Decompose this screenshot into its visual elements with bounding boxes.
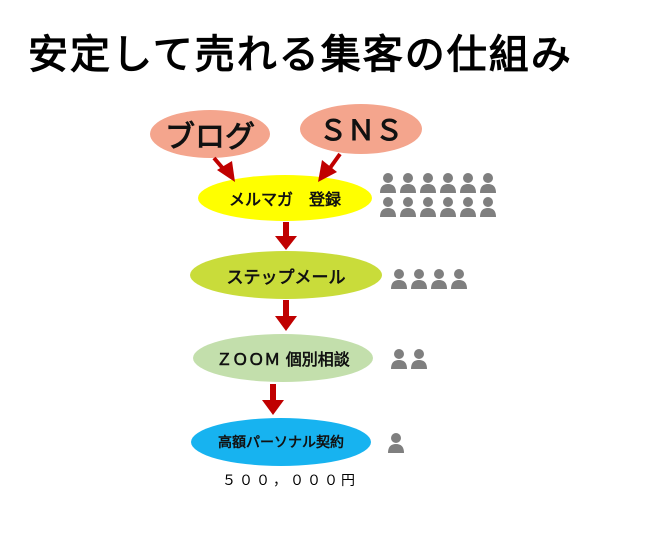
person-icon [420, 197, 436, 217]
person-icon [388, 433, 404, 453]
person-icon [451, 269, 467, 289]
people-group-step-mail [389, 268, 479, 293]
person-icon [460, 173, 476, 193]
person-icon [380, 197, 396, 217]
stage-premium-contract-label: 高額パーソナル契約 [218, 435, 344, 451]
person-icon [420, 173, 436, 193]
stage-zoom-consult-label: ＺＯＯＭ 個別相談 [216, 350, 350, 369]
source-blog: ブログ [150, 110, 270, 158]
people-group-newsletter [378, 172, 498, 222]
person-icon [460, 197, 476, 217]
person-icon [391, 349, 407, 369]
person-icon [411, 269, 427, 289]
people-group-zoom [389, 348, 439, 373]
stage-step-mail: ステップメール [190, 251, 382, 299]
stage-newsletter: メルマガ 登録 [198, 175, 372, 221]
source-sns-label: ＳＮＳ [318, 114, 403, 147]
stage-step-mail-label: ステップメール [226, 267, 346, 288]
stage-premium-contract: 高額パーソナル契約 [191, 418, 371, 466]
arrow-down-icon [212, 156, 235, 182]
page-title: 安定して売れる集客の仕組み [28, 32, 573, 78]
person-icon [391, 269, 407, 289]
arrow-down-icon [318, 152, 342, 182]
arrow-down-icon [262, 384, 284, 415]
person-icon [380, 173, 396, 193]
person-icon [411, 349, 427, 369]
stage-newsletter-label: メルマガ 登録 [228, 190, 341, 209]
person-icon [480, 173, 496, 193]
people-group-contract [386, 432, 411, 457]
person-icon [400, 173, 416, 193]
person-icon [480, 197, 496, 217]
person-icon [400, 197, 416, 217]
source-blog-label: ブログ [165, 120, 255, 155]
person-icon [431, 269, 447, 289]
price-label: ５００，０００円 [222, 473, 358, 489]
source-sns: ＳＮＳ [300, 104, 422, 154]
person-icon [440, 173, 456, 193]
person-icon [440, 197, 456, 217]
arrow-down-icon [275, 222, 297, 250]
stage-zoom-consult: ＺＯＯＭ 個別相談 [193, 334, 373, 382]
arrow-down-icon [275, 300, 297, 331]
